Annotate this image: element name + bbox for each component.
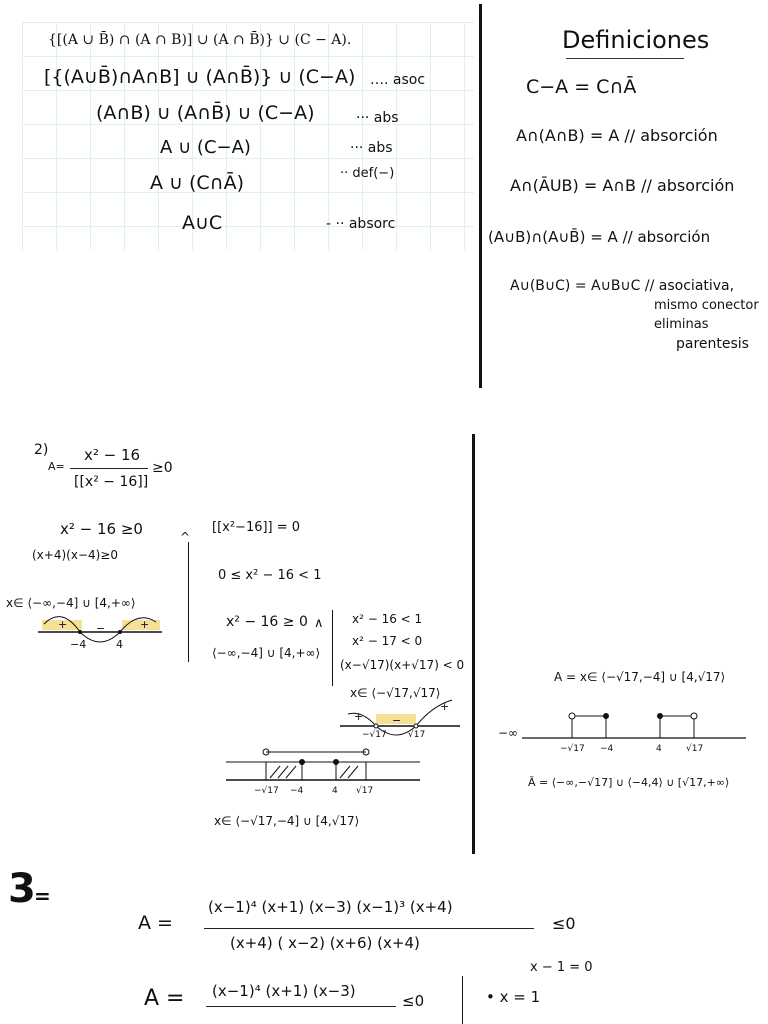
problem-3-row-2-right: • x = 1 — [486, 988, 541, 1006]
middle-line-1: [[x²−16]] = 0 — [212, 520, 301, 535]
middle-line-3: x² − 16 ≥ 0 — [226, 614, 308, 630]
right-tick-4: √17 — [686, 744, 704, 754]
step-2-note: ··· abs — [356, 110, 399, 126]
divider-middle — [332, 610, 333, 686]
middle-sign-1: + — [354, 710, 364, 723]
middle-right-line-3: (x−√17)(x+√17) < 0 — [340, 658, 465, 672]
and-symbol: ^ — [180, 530, 191, 544]
problem-3-denominator: (x+4) ( x−2) (x+6) (x+4) — [230, 934, 420, 952]
middle-tick-2: √17 — [408, 730, 426, 740]
step-3-expression: A ∪ (C−A) — [160, 137, 251, 158]
middle-sign-2: − — [392, 714, 402, 727]
header-formula: {[(A ∪ B̄) ∩ (A ∩ B)] ∪ (A ∩ B̄)} ∪ (C −… — [48, 32, 352, 48]
definition-note-2: eliminas — [654, 317, 709, 332]
step-5-note: - ·· absorc — [326, 216, 396, 232]
problem-2-numerator: x² − 16 — [84, 446, 141, 464]
divider-left-middle — [188, 542, 189, 662]
problem-3-numerator: (x−1)⁴ (x+1) (x−3) (x−1)³ (x+4) — [208, 898, 453, 916]
problem-2-label: 2) — [34, 442, 49, 458]
problem-3-row-2-prefix: A = — [144, 986, 185, 1011]
problem-3-label: 3 — [8, 866, 36, 912]
definition-1: C−A = C∩Ā — [526, 76, 637, 98]
problem-2-a-prefix: A= — [48, 460, 65, 473]
step-1-note: …. asoc — [370, 72, 426, 88]
problem-3-relation: ≤0 — [552, 914, 576, 933]
problem-3-row-2-relation: ≤0 — [402, 992, 425, 1010]
step-3-note: ··· abs — [350, 140, 393, 156]
step-4-note: ·· def(−) — [340, 166, 395, 181]
problem-3-side-note: x − 1 = 0 — [530, 960, 593, 975]
intersection-tick-1: −√17 — [254, 786, 279, 796]
step-2-expression: (A∩B) ∪ (A∩B̄) ∪ (C−A) — [96, 102, 315, 124]
left-line-1: x² − 16 ≥0 — [60, 520, 143, 538]
middle-sign-3: + — [440, 700, 450, 713]
problem-2-denominator: [[x² − 16]] — [74, 474, 149, 490]
grid-paper-background — [22, 22, 474, 250]
definition-4: (A∪B)∩(A∪B̄) = A // absorción — [488, 228, 711, 246]
left-result: x∈ ⟨−∞,−4] ∪ [4,+∞⟩ — [6, 596, 136, 610]
problem-3-marker: = — [34, 884, 51, 908]
definition-2: A∩(A∩B) = A // absorción — [516, 126, 718, 145]
definitions-title: Definiciones — [562, 26, 710, 54]
problem-2-relation: ≥0 — [152, 460, 173, 476]
left-sign-2: − — [96, 622, 106, 635]
middle-right-line-1: x² − 16 < 1 — [352, 612, 423, 626]
definition-note-3: parentesis — [676, 336, 749, 352]
right-tick-1: −√17 — [560, 744, 585, 754]
definition-5: A∪(B∪C) = A∪B∪C // asociativa, — [510, 278, 735, 294]
intersection-tick-3: 4 — [332, 786, 338, 796]
left-sign-3: + — [140, 618, 150, 631]
left-tick-2: 4 — [116, 638, 123, 651]
right-tick-3: 4 — [656, 744, 662, 754]
step-5-expression: A∪C — [182, 212, 223, 234]
intersection-tick-2: −4 — [290, 786, 304, 796]
a-result: A = x∈ ⟨−√17,−4] ∪ [4,√17⟩ — [554, 670, 726, 684]
left-sign-1: + — [58, 618, 68, 631]
divider-section-2 — [472, 434, 475, 854]
left-line-2: (x+4)(x−4)≥0 — [32, 548, 118, 562]
left-tick-1: −4 — [70, 638, 87, 651]
definition-note-1: mismo conector — [654, 298, 759, 313]
minus-infinity: −∞ — [498, 726, 519, 740]
middle-right-line-2: x² − 17 < 0 — [352, 634, 423, 648]
a-complement: Ā = ⟨−∞,−√17] ∪ ⟨−4,4⟩ ∪ [√17,+∞⟩ — [528, 776, 730, 789]
problem-3-row-2-fraction-bar — [206, 1006, 396, 1007]
middle-line-2: 0 ≤ x² − 16 < 1 — [218, 568, 322, 583]
problem-2-fraction-bar — [70, 468, 148, 469]
right-tick-2: −4 — [600, 744, 614, 754]
problem-3-row-2-numerator: (x−1)⁴ (x+1) (x−3) — [212, 982, 356, 1000]
problem-3-divider — [462, 976, 463, 1024]
middle-line-4: ⟨−∞,−4] ∪ [4,+∞⟩ — [212, 646, 321, 660]
problem-3-fraction-bar — [204, 928, 534, 929]
wedge-symbol: ∧ — [314, 616, 324, 631]
middle-result: x∈ ⟨−√17,−4] ∪ [4,√17⟩ — [214, 814, 360, 828]
problem-3-a-prefix: A = — [138, 912, 173, 934]
definitions-title-underline — [566, 56, 684, 59]
step-1-expression: [{(A∪B̄)∩A∩B] ∪ (A∩B̄)} ∪ (C−A) — [44, 66, 356, 88]
intersection-tick-4: √17 — [356, 786, 374, 796]
step-4-expression: A ∪ (C∩Ā) — [150, 172, 244, 194]
middle-right-line-4: x∈ ⟨−√17,√17⟩ — [350, 686, 441, 700]
definition-3: A∩(ĀUB) = A∩B // absorción — [510, 176, 735, 195]
divider-top — [479, 4, 482, 388]
middle-tick-1: −√17 — [362, 730, 387, 740]
